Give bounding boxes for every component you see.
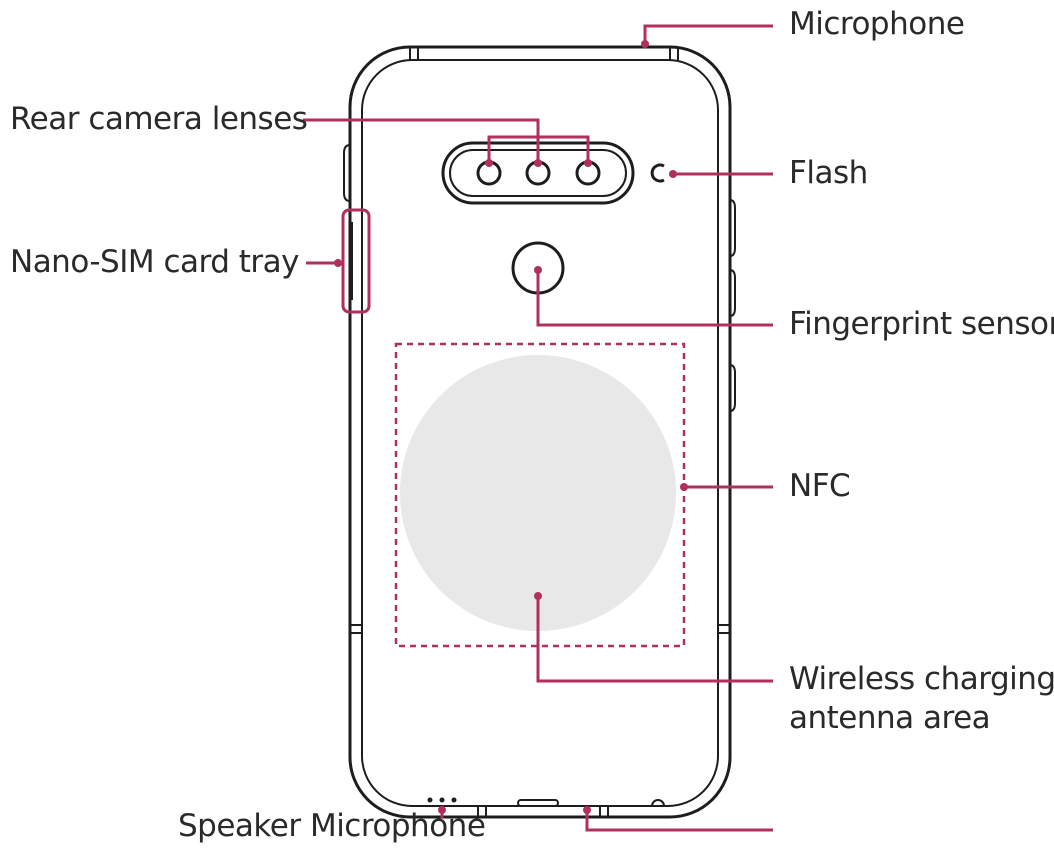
leader-dot [438,806,446,814]
leader-dot [669,170,677,178]
side-button-right [729,364,736,412]
label-rear-camera-lenses: Rear camera lenses [10,101,308,137]
phone-body-outer [348,45,732,819]
leader-microphone-top [643,24,773,42]
leader-rear-camera-bracket [487,135,590,163]
leader-fingerprint [536,270,773,327]
label-fingerprint-sensor: Fingerprint sensor [789,306,1054,342]
side-button-right [729,199,736,257]
side-button-right [729,269,736,317]
sim-tray-highlight [341,208,371,314]
nfc-area [394,342,686,648]
leader-dot [680,483,688,491]
label-microphone-top: Microphone [789,6,965,42]
volume-button [343,144,351,202]
leader-dot [534,592,542,600]
leader-dot [583,806,591,814]
leader-rear-camera [303,118,540,163]
label-flash: Flash [789,155,868,191]
leader-dot [534,159,542,167]
leader-dot [334,259,342,267]
speaker-hole [427,797,433,803]
label-wireless-charging-line2: antenna area [789,700,991,736]
label-nano-sim-card-tray: Nano-SIM card tray [10,244,300,280]
speaker-hole [451,797,457,803]
label-speaker-microphone: Speaker Microphone [178,808,486,844]
leader-microphone-bottom [585,810,773,832]
flash-icon [650,163,665,183]
speaker-hole [439,797,445,803]
wireless-charging-area [400,355,676,631]
leader-dot [485,159,493,167]
bottom-port [651,799,665,807]
leader-dot [584,159,592,167]
usb-port [517,799,559,807]
leader-dot [534,266,542,274]
label-nfc: NFC [789,468,851,504]
leader-wireless-charging [536,596,773,683]
leader-dot [641,40,649,48]
label-wireless-charging-line1: Wireless charging [789,661,1054,697]
